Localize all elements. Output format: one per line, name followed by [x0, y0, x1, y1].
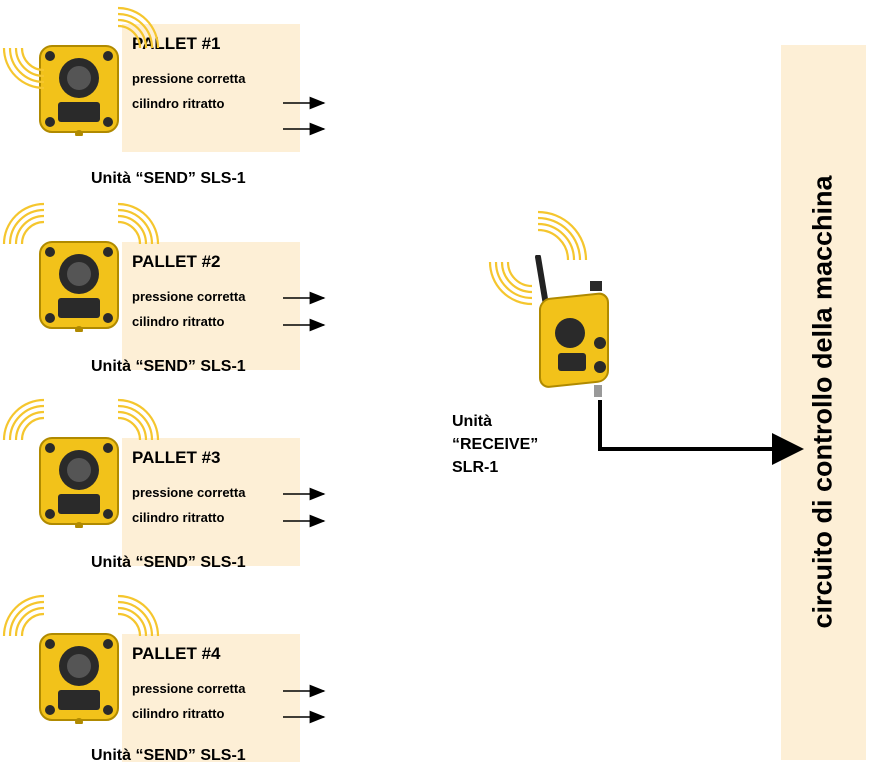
pallet-title: PALLET #4 [132, 644, 221, 663]
signal-label: pressione corretta [132, 289, 246, 304]
signal-label: pressione corretta [132, 71, 246, 86]
send-caption: Unità “SEND” SLS-1 [91, 554, 246, 571]
wireless-node-icon [39, 437, 119, 528]
pallet-panel: PALLET #3 pressione corretta cilindro ri… [122, 438, 300, 566]
arrow-right-icon [283, 96, 326, 136]
pallet-panel: PALLET #2 pressione corretta cilindro ri… [122, 242, 300, 370]
pallet-title: PALLET #2 [132, 252, 221, 271]
radio-wave-icon [117, 6, 160, 49]
arrow-right-icon [283, 291, 326, 332]
signal-label: pressione corretta [132, 681, 246, 696]
radio-wave-icon [117, 594, 160, 637]
radio-wave-icon [117, 202, 160, 245]
signal-label: cilindro ritratto [132, 96, 225, 111]
signal-label: cilindro ritratto [132, 706, 225, 721]
receive-caption-line: SLR-1 [452, 459, 499, 476]
radio-wave-icon [488, 261, 533, 306]
receive-caption-line: “RECEIVE” [452, 436, 539, 453]
wireless-node-icon [39, 633, 119, 724]
arrow-right-icon [283, 684, 326, 724]
receive-caption: Unità “RECEIVE” SLR-1 [452, 410, 538, 479]
radio-wave-icon [2, 398, 45, 441]
radio-wave-icon [537, 210, 588, 261]
wireless-node-icon [39, 45, 119, 136]
pallet-title: PALLET #1 [132, 34, 221, 53]
pallet-panel: PALLET #1 pressione corretta cilindro ri… [122, 24, 300, 152]
send-caption: Unità “SEND” SLS-1 [91, 747, 246, 764]
send-caption: Unità “SEND” SLS-1 [91, 170, 246, 187]
wireless-node-icon [535, 255, 609, 397]
wireless-node-icon [39, 241, 119, 332]
signal-label: cilindro ritratto [132, 510, 225, 525]
radio-wave-icon [2, 47, 45, 90]
signal-label: cilindro ritratto [132, 314, 225, 329]
radio-wave-icon [2, 594, 45, 637]
receive-caption-line: Unità [452, 413, 492, 430]
signal-label: pressione corretta [132, 485, 246, 500]
send-caption: Unità “SEND” SLS-1 [91, 358, 246, 375]
arrow-right-icon [283, 487, 326, 528]
receive-output-wire [598, 400, 804, 465]
machine-control-bar [781, 45, 866, 760]
radio-wave-icon [2, 202, 45, 245]
pallet-title: PALLET #3 [132, 448, 221, 467]
pallet-panel: PALLET #4 pressione corretta cilindro ri… [122, 634, 300, 762]
radio-wave-icon [117, 398, 160, 441]
